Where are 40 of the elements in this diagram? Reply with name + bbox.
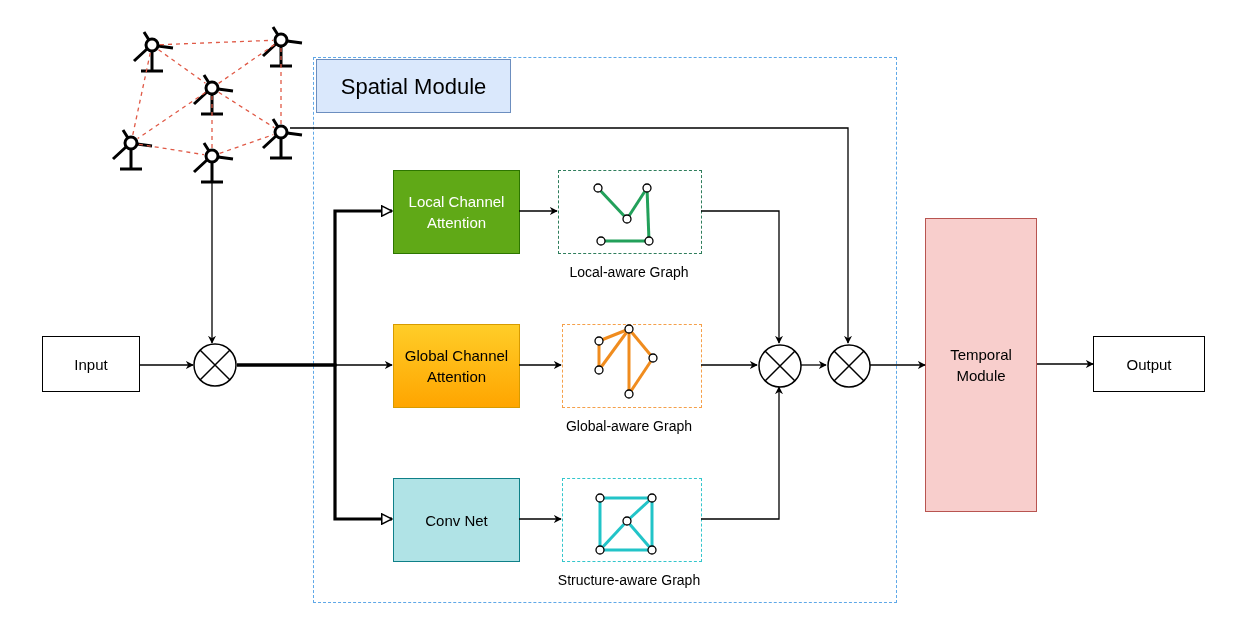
arrow xyxy=(700,386,783,520)
module-title: Spatial Module xyxy=(316,59,511,113)
graph-caption: Structure-aware Graph xyxy=(557,572,701,588)
graph-panel xyxy=(562,478,702,562)
process-box: Global Channel Attention xyxy=(393,324,520,408)
dashed-link xyxy=(211,95,213,149)
dashed-link xyxy=(138,143,205,156)
arrow xyxy=(1036,360,1094,368)
arrow xyxy=(237,363,393,525)
multiply-circle xyxy=(827,344,871,388)
dashed-link xyxy=(157,49,207,84)
graph-panel xyxy=(558,170,702,254)
multiply-circle xyxy=(758,344,802,388)
dashed-link xyxy=(218,133,275,155)
multiply-circle xyxy=(193,343,237,387)
graph-caption: Global-aware Graph xyxy=(565,418,693,434)
arrow xyxy=(869,361,926,369)
dashed-link xyxy=(136,91,207,140)
arrow xyxy=(518,361,562,369)
arrow xyxy=(518,515,562,523)
graph-panel xyxy=(562,324,702,408)
arrow xyxy=(139,361,194,369)
process-box: Input xyxy=(42,336,140,392)
process-box: Temporal Module xyxy=(925,218,1037,512)
dashed-link xyxy=(159,39,274,46)
dashed-link xyxy=(217,43,276,85)
dashed-link xyxy=(218,91,275,129)
arrow xyxy=(700,210,783,344)
process-box: Local Channel Attention xyxy=(393,170,520,254)
arrow xyxy=(289,127,852,344)
arrow xyxy=(700,361,758,369)
arrow xyxy=(518,207,558,215)
dashed-link xyxy=(280,47,282,125)
process-box: Output xyxy=(1093,336,1205,392)
dashed-link xyxy=(132,52,151,136)
process-box: Conv Net xyxy=(393,478,520,562)
arrow xyxy=(208,181,216,344)
dashed-region xyxy=(313,57,897,603)
graph-caption: Local-aware Graph xyxy=(569,264,689,280)
arrow xyxy=(800,361,827,369)
